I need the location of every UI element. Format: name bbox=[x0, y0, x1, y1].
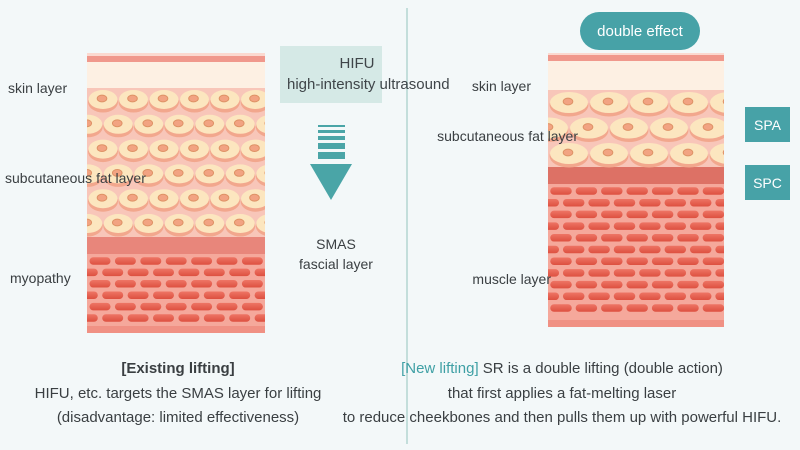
hifu-callout-box bbox=[280, 46, 382, 103]
panel-divider bbox=[406, 8, 408, 444]
right-caption-line3: to reduce cheekbones and then pulls them… bbox=[342, 409, 782, 426]
left-caption: [Existing lifting] HIFU, etc. targets th… bbox=[18, 357, 338, 431]
right-caption: [New lifting] SR is a double lifting (do… bbox=[342, 357, 782, 431]
left-label-fat-layer: subcutaneous fat layer bbox=[5, 170, 146, 186]
hifu-callout-text: HIFU high-intensity ultrasound bbox=[287, 53, 450, 95]
right-label-muscle-layer: muscle layer bbox=[472, 271, 551, 287]
down-arrow-icon bbox=[309, 125, 353, 200]
left-skin-diagram bbox=[87, 53, 265, 333]
hifu-subtitle: high-intensity ultrasound bbox=[287, 76, 450, 93]
smas-line2: fascial layer bbox=[299, 256, 373, 272]
right-caption-line1: [New lifting] SR is a double lifting (do… bbox=[342, 357, 782, 382]
left-caption-title: [Existing lifting] bbox=[121, 360, 235, 377]
spa-button[interactable]: SPA bbox=[745, 107, 790, 142]
smas-line1: SMAS bbox=[316, 236, 356, 252]
spc-button[interactable]: SPC bbox=[745, 165, 790, 200]
double-effect-badge: double effect bbox=[580, 12, 700, 50]
right-caption-line1-rest: SR is a double lifting (double action) bbox=[478, 360, 723, 377]
left-caption-line2: (disadvantage: limited effectiveness) bbox=[56, 409, 300, 426]
left-caption-line1: HIFU, etc. targets the SMAS layer for li… bbox=[34, 384, 322, 402]
left-label-myopathy: myopathy bbox=[10, 270, 71, 286]
left-label-skin-layer: skin layer bbox=[8, 80, 68, 96]
right-caption-highlight: [New lifting] bbox=[401, 360, 479, 377]
right-label-fat-layer: subcutaneous fat layer bbox=[437, 128, 578, 144]
hifu-title: HIFU bbox=[339, 55, 375, 72]
right-caption-line2: that first applies a fat-melting laser bbox=[447, 384, 677, 402]
right-skin-diagram bbox=[548, 53, 724, 327]
right-label-skin-layer: skin layer bbox=[471, 78, 531, 94]
smas-label: SMAS fascial layer bbox=[286, 234, 386, 274]
